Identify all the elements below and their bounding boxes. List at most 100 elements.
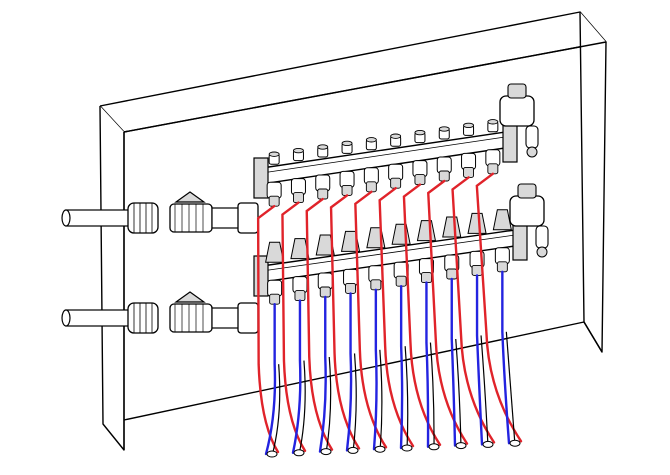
supply-pipe — [378, 187, 415, 448]
cabinet-left-face — [99, 105, 125, 451]
return-pipe — [450, 277, 457, 447]
ball-valve-body — [169, 303, 213, 333]
drain-valve — [525, 125, 539, 149]
air-vent-assemblies — [499, 83, 549, 258]
outlet-nut — [294, 290, 306, 302]
manifold-bars — [253, 119, 528, 305]
pipe-end — [482, 440, 494, 448]
pipe-outline — [298, 360, 306, 455]
return-pipe — [291, 299, 302, 454]
supply-pipe — [354, 190, 388, 449]
manifold-bar-edge — [261, 136, 506, 174]
drain-valve-knob — [536, 246, 548, 258]
flow-meter-cone — [391, 223, 411, 245]
pipe-end — [347, 446, 359, 454]
pipe-outline — [480, 335, 489, 447]
pipe-end — [509, 439, 521, 447]
outlet-nut — [269, 293, 281, 305]
loop-pipes — [256, 172, 523, 458]
outlet-nut — [319, 286, 331, 298]
outlet-nut — [293, 192, 304, 204]
supply-pipe — [329, 194, 361, 450]
inlet-pipe — [65, 209, 137, 227]
flow-meter-cone — [492, 209, 512, 231]
manifold-end-fitting — [237, 202, 259, 234]
supply-port-1 — [266, 151, 282, 207]
ball-valve-handle — [174, 291, 206, 303]
supply-pipe — [475, 172, 523, 443]
outlet-nut — [370, 279, 382, 291]
return-port-6 — [391, 223, 411, 287]
loop-9 — [451, 176, 496, 448]
air-vent-2 — [509, 183, 549, 258]
pipe-outline — [429, 342, 435, 449]
loop-5 — [354, 190, 388, 453]
inlet-1 — [61, 191, 259, 234]
outlet-nut — [438, 170, 450, 182]
return-pipe — [264, 303, 277, 456]
air-vent-body — [509, 195, 545, 227]
inlet-connector — [211, 307, 241, 329]
inlet-2 — [61, 291, 259, 334]
inlet-pipe-end — [61, 309, 71, 327]
pipe-outline — [352, 353, 357, 453]
pipe-end — [320, 448, 332, 456]
return-pipe — [501, 270, 511, 445]
union-nut — [127, 202, 159, 234]
supply-port-2 — [290, 147, 306, 204]
loop-7 — [402, 183, 442, 451]
air-vent-1 — [499, 83, 539, 158]
supply-port-8 — [436, 126, 452, 182]
flow-meter-cone — [265, 241, 285, 263]
inlet-pipe-end — [61, 209, 71, 227]
outlet-nut — [446, 268, 458, 280]
pipe-end — [374, 445, 386, 453]
drain-valve-knob — [526, 146, 538, 158]
manifold-bracket — [502, 121, 518, 163]
return-port-2 — [290, 238, 310, 302]
supply-port-4 — [339, 140, 355, 196]
supply-pipe — [402, 183, 442, 446]
outlet-nut — [414, 174, 426, 186]
inlet-connector — [211, 207, 241, 229]
return-pipe — [425, 281, 430, 448]
outlet-nut — [317, 188, 329, 200]
return-pipe — [372, 288, 378, 451]
valve-cap-top — [341, 140, 353, 147]
flow-meter-cone — [442, 216, 462, 238]
pipe-end — [401, 444, 413, 452]
union-nut — [127, 302, 159, 334]
air-vent-body — [499, 95, 535, 127]
pipe-end — [266, 450, 278, 458]
ball-valve-body — [169, 203, 213, 233]
outlet-nut — [268, 195, 280, 207]
return-port-1 — [265, 241, 285, 305]
air-vent-cap — [517, 183, 537, 199]
pipe-outline — [325, 356, 332, 454]
drain-valve — [535, 225, 549, 249]
supply-pipe — [451, 176, 496, 444]
manifold-bracket — [253, 157, 269, 199]
pipe-outline — [455, 338, 462, 448]
manifold-end-fitting — [237, 302, 259, 334]
pipe-outline — [505, 331, 516, 446]
return-port-3 — [315, 234, 335, 298]
inlet-pipe — [65, 309, 137, 327]
outlet-nut — [345, 282, 356, 294]
supply-port-3 — [315, 144, 331, 200]
valve-cap-top — [414, 129, 426, 136]
cabinet-bottom-right-edge — [583, 321, 603, 353]
flow-meter-cone — [315, 234, 335, 256]
loop-10 — [475, 172, 523, 447]
outlet-nut — [463, 166, 474, 178]
loop-2 — [281, 201, 307, 457]
supply-port-10 — [485, 119, 501, 175]
valve-cap-top — [438, 126, 450, 132]
pipe-outline — [404, 346, 409, 451]
loop-3 — [305, 197, 334, 456]
outlet-nut — [487, 163, 499, 175]
air-vent-cap — [507, 83, 527, 99]
outlet-nut — [390, 177, 402, 189]
